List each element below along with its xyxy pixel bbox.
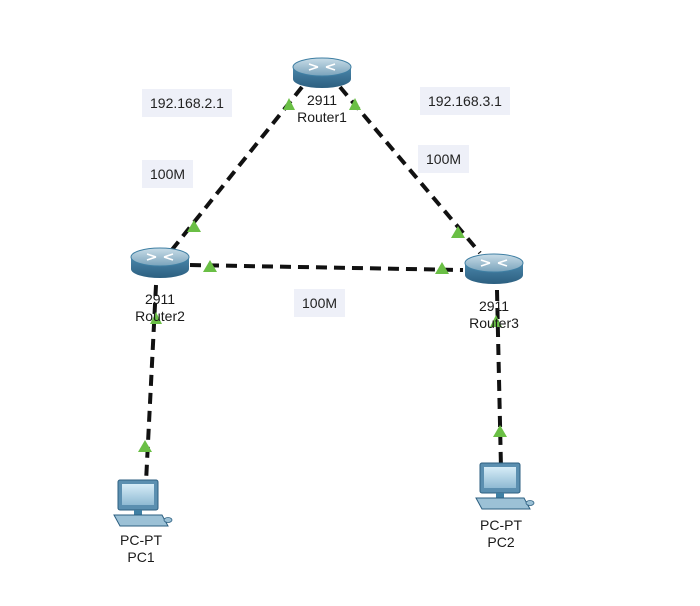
link-router3-pc2[interactable] <box>495 289 503 469</box>
router3-label: 2911 Router3 <box>469 298 519 332</box>
note-link-r2-r3-bandwidth[interactable]: 100M <box>294 289 346 317</box>
router3-model: 2911 <box>478 298 510 314</box>
pc1-model: PC-PT <box>120 532 162 548</box>
link-status-indicator <box>138 440 152 452</box>
router1-icon[interactable] <box>292 57 352 88</box>
router3-icon[interactable] <box>464 253 524 284</box>
router3-name: Router3 <box>469 315 519 331</box>
link-status-indicator <box>349 98 361 110</box>
link-status-indicator <box>187 220 201 232</box>
link-router2-router3[interactable] <box>189 263 464 272</box>
link-status-indicator <box>451 226 465 238</box>
router1-model: 2911 <box>306 92 338 108</box>
note-link-r1-r3-bandwidth[interactable]: 100M <box>418 145 470 173</box>
pc1-label: PC-PT PC1 <box>120 532 162 566</box>
router1-label: 2911 Router1 <box>297 92 347 126</box>
pc2-label: PC-PT PC2 <box>480 517 522 551</box>
link-router1-router3[interactable] <box>338 85 482 255</box>
pc2-model: PC-PT <box>480 517 522 533</box>
note-router1-router2-ip[interactable]: 192.168.2.1 <box>142 89 232 117</box>
pc2-name: PC2 <box>487 534 515 550</box>
note-router1-router3-ip[interactable]: 192.168.3.1 <box>420 87 510 115</box>
router2-icon[interactable] <box>130 247 190 278</box>
link-status-indicator <box>283 98 295 110</box>
router2-name: Router2 <box>135 308 185 324</box>
router2-label: 2911 Router2 <box>135 291 185 325</box>
router1-name: Router1 <box>297 109 347 125</box>
pc1-name: PC1 <box>127 549 155 565</box>
link-status-indicator <box>435 262 449 274</box>
link-status-indicator <box>203 260 217 272</box>
router2-model: 2911 <box>144 291 176 307</box>
pc1-icon[interactable] <box>113 479 173 527</box>
pc2-icon[interactable] <box>475 462 535 510</box>
note-link-r1-r2-bandwidth[interactable]: 100M <box>142 160 194 188</box>
link-status-indicator <box>490 315 502 327</box>
link-status-indicator <box>150 312 162 324</box>
link-status-indicator <box>493 425 507 437</box>
